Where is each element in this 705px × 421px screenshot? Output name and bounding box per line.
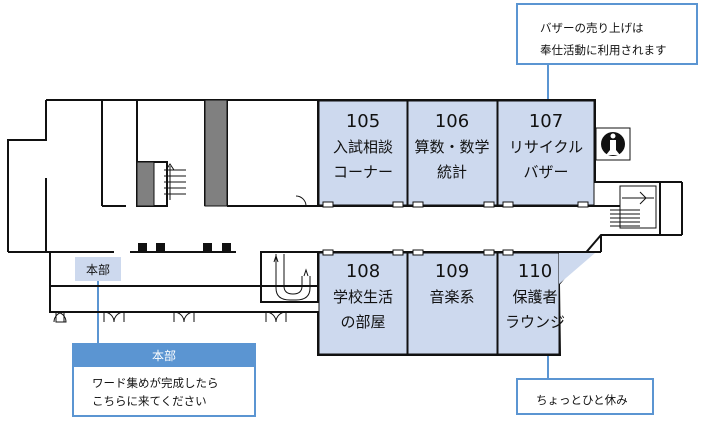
room-name-line: 統計	[437, 163, 467, 181]
room-105-label: 105 入試相談 コーナー	[333, 111, 393, 181]
room-107[interactable]	[497, 100, 595, 206]
room-name-line: ラウンジ	[505, 313, 565, 331]
room-number: 109	[435, 261, 469, 282]
callout-honbu-title: 本部	[74, 345, 254, 367]
callout-honbu-line: こちらに来てください	[92, 394, 207, 408]
room-106-label: 106 算数・数学 統計	[414, 111, 489, 181]
room-109[interactable]	[407, 252, 498, 355]
callout-lounge: ちょっとひと休み	[516, 378, 654, 415]
room-name-line: 学校生活	[333, 288, 393, 306]
rooms	[318, 100, 595, 355]
room-number: 107	[529, 111, 563, 132]
room-109-label: 109 音楽系	[429, 261, 474, 306]
room-name-line: 保護者	[512, 288, 557, 306]
door-swing-icon	[53, 195, 307, 323]
room-number: 110	[518, 261, 552, 282]
stairs-icon	[164, 163, 657, 301]
room-110-label: 110 保護者 ラウンジ	[505, 261, 565, 331]
room-number: 105	[346, 111, 380, 132]
room-name-line: 算数・数学	[414, 138, 489, 156]
callout-bazaar-line: 奉仕活動に利用されます	[540, 43, 667, 57]
callout-bazaar-line: バザーの売り上げは	[540, 21, 644, 35]
callout-honbu: 本部 ワード集めが完成したら こちらに来てください	[72, 343, 256, 417]
room-name-line: コーナー	[333, 163, 393, 181]
honbu-label: 本部	[86, 262, 110, 277]
room-106[interactable]	[407, 100, 498, 206]
room-name-line: リサイクル	[509, 138, 583, 156]
room-108-label: 108 学校生活 の部屋	[333, 261, 393, 331]
room-107-label: 107 リサイクル バザー	[509, 111, 583, 181]
column-markers	[138, 243, 231, 252]
honbu-marker[interactable]	[75, 257, 121, 281]
room-name-line: 入試相談	[333, 138, 393, 156]
room-number: 106	[435, 111, 469, 132]
room-105[interactable]	[318, 100, 408, 206]
room-doors	[322, 201, 589, 256]
room-108[interactable]	[318, 252, 408, 355]
pillars	[136, 99, 228, 207]
room-number: 108	[346, 261, 380, 282]
callout-honbu-line: ワード集めが完成したら	[92, 376, 219, 390]
room-name-line: 音楽系	[429, 288, 474, 306]
room-name-line: バザー	[523, 163, 568, 181]
callout-bazaar: バザーの売り上げは 奉仕活動に利用されます	[516, 3, 698, 65]
callout-lounge-line: ちょっとひと休み	[536, 393, 628, 407]
info-icon	[595, 127, 631, 161]
room-110[interactable]	[497, 252, 560, 355]
room-name-line: の部屋	[340, 313, 385, 331]
callout-honbu-body: ワード集めが完成したら こちらに来てください	[74, 367, 254, 410]
room-110-extension	[559, 253, 595, 284]
